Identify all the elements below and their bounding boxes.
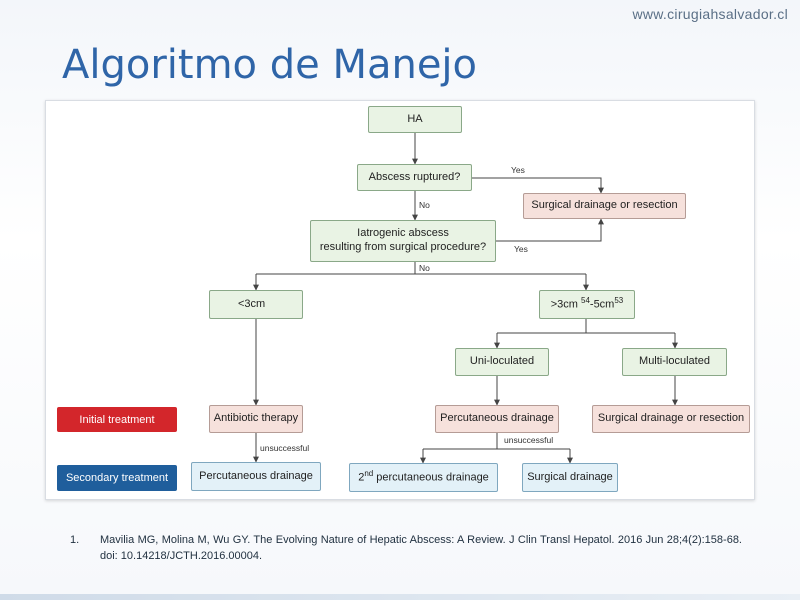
legend-initial-treatment-label: Initial treatment [79, 413, 155, 426]
legend-secondary-treatment: Secondary treatment [57, 465, 177, 491]
site-url: www.cirugiahsalvador.cl [632, 6, 788, 22]
node-second-percutaneous: 2nd percutaneous drainage [349, 463, 498, 492]
node-ha-label: HA [407, 112, 423, 125]
size-range-sup1: 54 [581, 296, 590, 306]
node-multilocular-label: Multi-loculated [639, 355, 710, 368]
node-percutaneous-secondary-label: Percutaneous drainage [199, 469, 313, 482]
size-range-sup2: 53 [614, 296, 624, 306]
node-iatrogenic-label-line1: Iatrogenic abscess [357, 227, 449, 240]
node-second-percutaneous-label: 2nd percutaneous drainage [358, 469, 489, 485]
edge-label-unsuccessful-right: unsuccessful [504, 435, 554, 445]
node-iatrogenic: Iatrogenic abscess resulting from surgic… [310, 220, 496, 262]
node-multilocular: Multi-loculated [622, 348, 727, 376]
node-percutaneous-secondary: Percutaneous drainage [191, 462, 321, 491]
node-unilocular: Uni-loculated [455, 348, 549, 376]
bottom-band [0, 594, 800, 600]
node-surgical-drainage-top: Surgical drainage or resection [523, 193, 686, 219]
node-surgical-drainage-top-label: Surgical drainage or resection [531, 199, 678, 212]
citation: 1. Mavilia MG, Molina M, Wu GY. The Evol… [70, 533, 742, 565]
second-prefix: 2 [358, 471, 365, 484]
node-lt3cm-label: <3cm [238, 297, 266, 310]
legend-initial-treatment: Initial treatment [57, 407, 177, 432]
node-iatrogenic-label-line2: resulting from surgical procedure? [319, 241, 487, 253]
edge-label-no-2: No [419, 263, 430, 273]
node-antibiotic-therapy: Antibiotic therapy [209, 405, 303, 433]
second-sup: nd [364, 469, 374, 479]
node-abscess-ruptured: Abscess ruptured? [357, 164, 472, 191]
slide-title: Algoritmo de Manejo [62, 42, 478, 88]
node-ha: HA [368, 106, 462, 133]
second-suffix: percutaneous drainage [373, 471, 489, 484]
edge-label-yes-top: Yes [511, 165, 525, 175]
edge-label-no-1: No [419, 200, 430, 210]
size-range-prefix: >3cm [550, 298, 581, 311]
edge-iatrogenic-yes [496, 218, 604, 242]
node-surgical-drainage-right: Surgical drainage or resection [592, 405, 750, 433]
node-size-range-label: >3cm 54-5cm53 [551, 296, 624, 312]
node-percutaneous-drainage-label: Percutaneous drainage [440, 412, 554, 425]
node-abscess-ruptured-label: Abscess ruptured? [368, 170, 461, 183]
node-surgical-drainage-right-label: Surgical drainage or resection [597, 412, 745, 425]
node-percutaneous-drainage: Percutaneous drainage [435, 405, 559, 433]
citation-number: 1. [70, 534, 80, 546]
size-range-mid: -5cm [589, 298, 615, 311]
node-unilocular-label: Uni-loculated [469, 355, 535, 368]
edge-label-yes-iatrogenic: Yes [514, 244, 528, 254]
node-size-range: >3cm 54-5cm53 [539, 290, 635, 319]
citation-text: Mavilia MG, Molina M, Wu GY. The Evolvin… [100, 534, 742, 562]
legend-secondary-treatment-label: Secondary treatment [65, 472, 169, 484]
edge-ruptured-yes [472, 177, 604, 194]
node-surgical-drainage-bottom: Surgical drainage [522, 463, 618, 492]
node-antibiotic-therapy-label: Antibiotic therapy [213, 412, 299, 425]
edge-label-unsuccessful-left: unsuccessful [260, 443, 310, 453]
flowchart-connectors [253, 133, 678, 464]
node-surgical-drainage-bottom-label: Surgical drainage [527, 470, 613, 483]
node-lt3cm: <3cm [209, 290, 303, 319]
flowchart-figure: HA Abscess ruptured? Surgical drainage o… [45, 100, 755, 500]
